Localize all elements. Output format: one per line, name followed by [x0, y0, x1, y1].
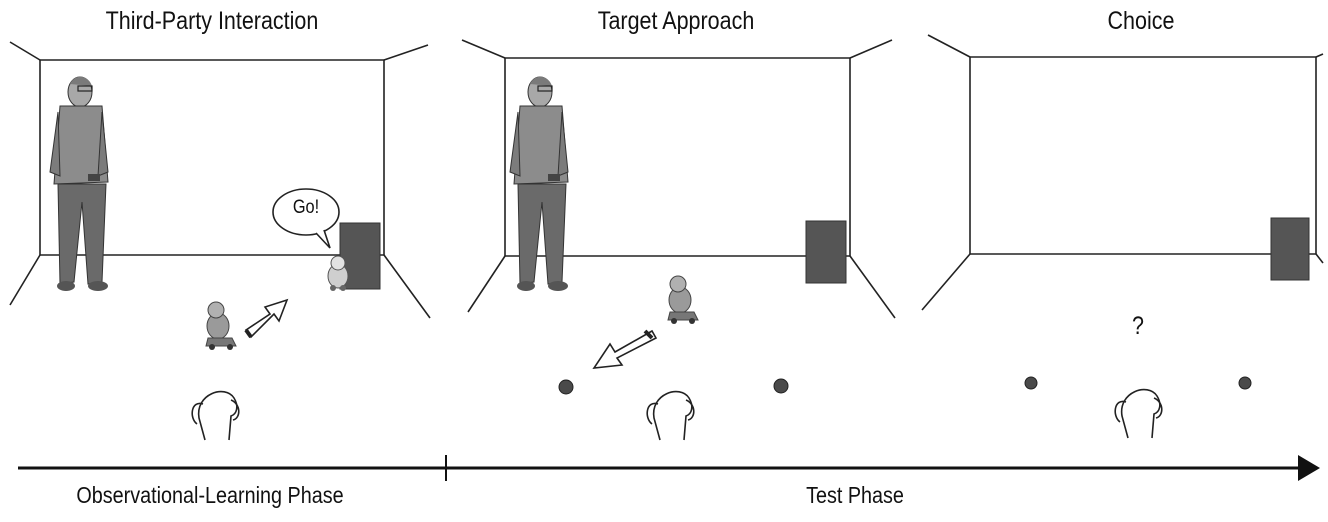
panel-title-third-party: Third-Party Interaction	[106, 7, 319, 36]
panel-title-choice: Choice	[1108, 7, 1175, 36]
ball-left-3	[1025, 377, 1037, 389]
timeline	[18, 455, 1320, 481]
ball-right-2	[774, 379, 788, 393]
toy-actor-1	[206, 302, 236, 350]
speech-bubble-text: Go!	[293, 197, 319, 219]
box-3	[1271, 218, 1309, 280]
panel-title-target-approach: Target Approach	[598, 7, 755, 36]
dog-head-1	[192, 392, 239, 440]
room-choice	[922, 35, 1323, 310]
human-observer-2	[510, 77, 568, 291]
choice-question-mark: ?	[1132, 312, 1144, 341]
phase-label-test: Test Phase	[806, 482, 904, 509]
toy-actor-2	[668, 276, 698, 324]
ball-right-3	[1239, 377, 1251, 389]
phase-label-observational: Observational-Learning Phase	[76, 482, 343, 509]
human-observer-1	[50, 77, 108, 291]
dog-head-3	[1115, 390, 1162, 438]
ball-left-2	[559, 380, 573, 394]
approach-arrow-2	[594, 331, 656, 368]
approach-arrow-1	[246, 300, 287, 337]
dog-head-2	[647, 392, 694, 440]
box-2	[806, 221, 846, 283]
